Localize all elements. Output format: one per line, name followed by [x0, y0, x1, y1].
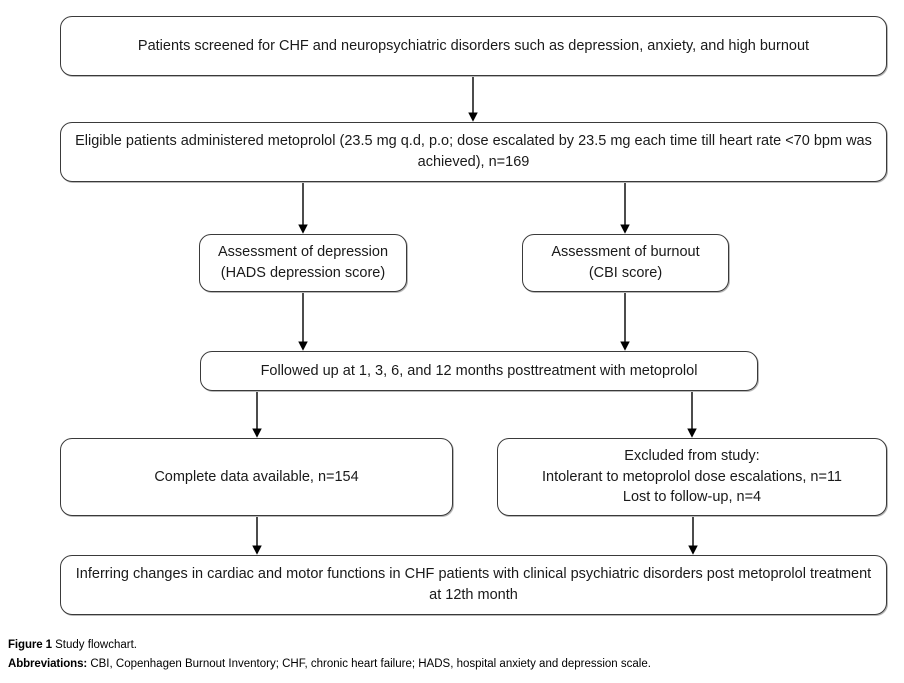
abbreviations-label: Abbreviations: — [8, 657, 88, 670]
flow-node-complete-data-label: Complete data available, n=154 — [154, 468, 359, 485]
flow-node-burnout-assessment-label: Assessment of burnout (CBI score) — [551, 244, 700, 281]
flow-node-excluded-label: Excluded from study: Intolerant to metop… — [542, 448, 842, 506]
figure-caption: Figure 1 Study flowchart. Abbreviations:… — [8, 636, 898, 673]
flow-node-burnout-assessment: Assessment of burnout (CBI score) — [522, 234, 729, 292]
caption-abbreviations-line: Abbreviations: CBI, Copenhagen Burnout I… — [8, 655, 898, 674]
figure-label: Figure 1 — [8, 639, 52, 651]
flow-node-depression-assessment-label: Assessment of depression (HADS depressio… — [217, 244, 389, 281]
flow-node-followup: Followed up at 1, 3, 6, and 12 months po… — [200, 351, 758, 391]
figure-title: Study flowchart. — [55, 639, 137, 651]
connector-layer — [252, 77, 698, 555]
flow-node-inferring-label: Inferring changes in cardiac and motor f… — [75, 566, 872, 603]
flow-node-excluded: Excluded from study: Intolerant to metop… — [497, 438, 887, 516]
flow-node-complete-data: Complete data available, n=154 — [60, 438, 453, 516]
abbreviations-text: CBI, Copenhagen Burnout Inventory; CHF, … — [90, 657, 651, 670]
flow-node-screened-label: Patients screened for CHF and neuropsych… — [137, 37, 810, 54]
flow-node-inferring: Inferring changes in cardiac and motor f… — [60, 555, 887, 615]
flow-node-eligible-label: Eligible patients administered metoprolo… — [75, 133, 872, 170]
caption-title-line: Figure 1 Study flowchart. — [8, 636, 898, 655]
flowchart-canvas: Patients screened for CHF and neuropsych… — [60, 16, 887, 615]
flow-node-eligible: Eligible patients administered metoprolo… — [60, 122, 887, 182]
flow-node-followup-label: Followed up at 1, 3, 6, and 12 months po… — [260, 362, 698, 379]
flow-node-screened: Patients screened for CHF and neuropsych… — [60, 16, 887, 76]
flow-node-depression-assessment: Assessment of depression (HADS depressio… — [199, 234, 407, 292]
